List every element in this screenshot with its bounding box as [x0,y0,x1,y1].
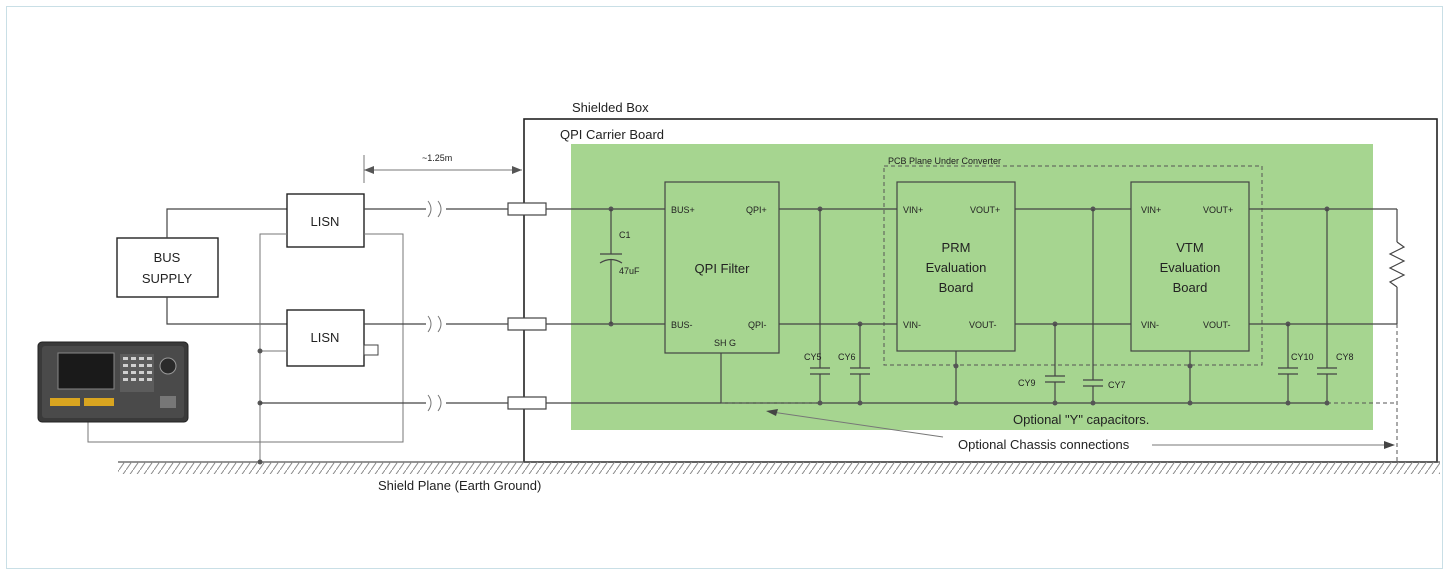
c1-label: C1 [619,230,631,240]
lisn-bottom-label: LISN [311,330,340,345]
prm-vout-plus-pin: VOUT+ [970,205,1000,215]
cy9-label: CY9 [1018,378,1036,388]
cable-break-marks [427,200,442,412]
prm-label-1: PRM [942,240,971,255]
qpi-bus-minus-pin: BUS- [671,320,693,330]
qpi-filter-label: QPI Filter [695,261,751,276]
supply-negative-wire [166,297,287,325]
bus-supply-box [116,237,219,298]
hatched-ground-icon [118,462,1440,474]
pcb-plane-label: PCB Plane Under Converter [888,156,1001,166]
qpi-shield-pin: SH G [714,338,736,348]
qpi-filter-box [664,181,780,354]
junction-dot [953,400,959,406]
spectrum-analyzer-icon [37,341,189,423]
junction-dot [1285,400,1291,406]
cy10-label: CY10 [1291,352,1314,362]
prm-vin-plus-pin: VIN+ [903,205,923,215]
resistor-icon [1388,241,1406,288]
junction-dot [257,348,263,354]
cy7-label: CY7 [1108,380,1126,390]
feedthrough-positive [507,202,547,216]
vtm-vout-plus-pin: VOUT+ [1203,205,1233,215]
feedthrough-ground [507,396,547,410]
junction-dot [953,363,959,369]
carrier-board-label: QPI Carrier Board [560,127,664,142]
qpi-bus-plus-pin: BUS+ [671,205,695,215]
prm-label-2: Evaluation [926,260,987,275]
arrow-left-icon [364,166,374,174]
vtm-label-3: Board [1173,280,1208,295]
junction-dot [857,400,863,406]
carrier-board [571,144,1373,430]
vtm-label-2: Evaluation [1160,260,1221,275]
cy6-label: CY6 [838,352,856,362]
distance-label: ~1.25m [422,153,452,163]
analyzer-lisn-cable [87,233,404,443]
vtm-vout-minus-pin: VOUT- [1203,320,1231,330]
junction-dot [817,400,823,406]
vtm-label-1: VTM [1176,240,1203,255]
optional-chassis-label: Optional Chassis connections [958,437,1130,452]
c1-plate-bottom [599,258,623,264]
junction-dot [1187,363,1193,369]
qpi-out-plus-pin: QPI+ [746,205,767,215]
pcb-plane-outline [883,165,1263,366]
prm-label-3: Board [939,280,974,295]
junction-dot [1052,400,1058,406]
arrow-right-icon [1384,441,1395,449]
feedthrough-negative [507,317,547,331]
supply-positive-wire [166,208,287,238]
cy8-label: CY8 [1336,352,1354,362]
vtm-vin-plus-pin: VIN+ [1141,205,1161,215]
junction-dot [1090,400,1096,406]
junction-dot [1187,400,1193,406]
shield-plane-label: Shield Plane (Earth Ground) [378,478,541,493]
lisn-top-box [286,193,365,248]
arrow-right-icon [512,166,522,174]
vtm-vin-minus-pin: VIN- [1141,320,1159,330]
lisn-port-stub [363,344,379,356]
bus-supply-label-2: SUPPLY [142,271,193,286]
c1-value: 47uF [619,266,640,276]
lisn-top-label: LISN [311,214,340,229]
chassis-arrow-left-line [771,411,944,438]
lisn-bottom-box [286,309,365,367]
cy5-label: CY5 [804,352,822,362]
prm-vin-minus-pin: VIN- [903,320,921,330]
qpi-out-minus-pin: QPI- [748,320,767,330]
lisn-ground-wire-left [259,233,287,462]
prm-vout-minus-pin: VOUT- [969,320,997,330]
optional-y-capacitors-label: Optional "Y" capacitors. [1013,412,1149,427]
arrow-left-icon [766,409,778,416]
shielded-box-label: Shielded Box [572,100,649,115]
bus-supply-label-1: BUS [154,250,181,265]
